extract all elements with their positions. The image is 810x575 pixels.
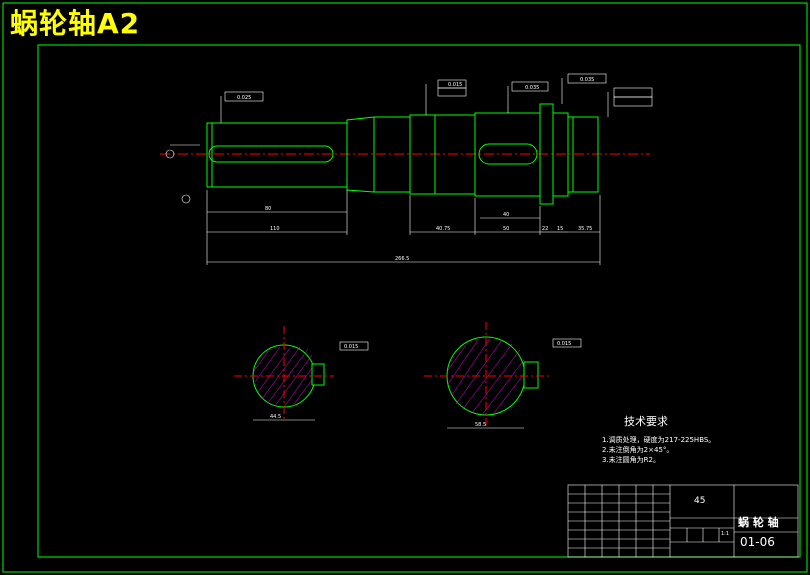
- section2-width: 58.5: [475, 422, 486, 428]
- dim-35-75: 35.75: [578, 226, 592, 232]
- technical-requirements: 技术要求 1.调质处理，硬度为217-225HBS。 2.未注倒角为2×45°。…: [602, 413, 715, 465]
- tech-item-3: 3.未注圆角为R2。: [602, 456, 660, 464]
- dim-22: 22: [542, 226, 548, 232]
- datum-markers: [165, 144, 200, 204]
- dim-80: 80: [265, 206, 271, 212]
- dimension-lines: [206, 190, 601, 265]
- tech-item-2: 2.未注倒角为2×45°。: [602, 446, 674, 454]
- dim-50: 50: [503, 226, 509, 232]
- shaft-main-view: [160, 103, 650, 205]
- page-title: 蜗轮轴A2: [10, 7, 141, 40]
- dim-40-75: 40.75: [436, 226, 450, 232]
- tolerance-frames: [220, 73, 653, 123]
- tech-heading: 技术要求: [624, 415, 668, 428]
- title-block-drawing-number: 01-06: [740, 535, 775, 549]
- tech-item-1: 1.调质处理，硬度为217-225HBS。: [602, 436, 716, 444]
- section-view-2: [424, 322, 582, 429]
- runout-c: 0.035: [525, 85, 539, 91]
- title-block: [567, 484, 799, 558]
- inner-border: [37, 44, 801, 558]
- title-block-scale: 1:1: [721, 531, 730, 537]
- section-view-1: [234, 326, 369, 421]
- sym-tolerance-1: 0.015: [344, 344, 358, 350]
- runout-d: 0.035: [580, 77, 594, 83]
- runout-b: 0.015: [448, 82, 462, 88]
- runout-a: 0.025: [237, 95, 251, 101]
- title-block-part-name: 蜗 轮 轴: [738, 516, 779, 529]
- dim-15: 15: [557, 226, 563, 232]
- dim-110: 110: [270, 226, 280, 232]
- section1-width: 44.5: [270, 414, 281, 420]
- dim-overall: 266.5: [395, 256, 409, 262]
- title-block-material: 45: [694, 496, 706, 506]
- sym-tolerance-2: 0.015: [557, 341, 571, 347]
- dim-keyway-40: 40: [503, 212, 509, 218]
